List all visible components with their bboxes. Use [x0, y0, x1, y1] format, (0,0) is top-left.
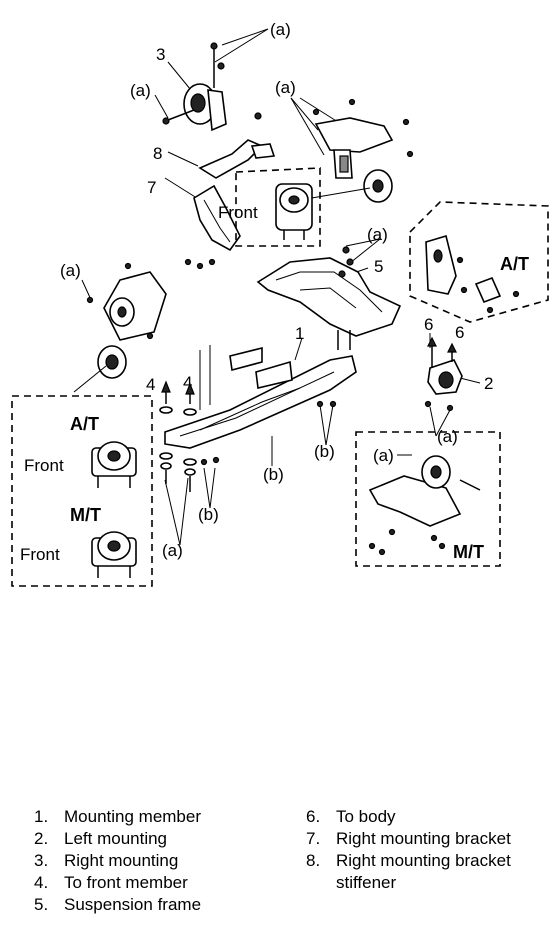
- inset-mt-left-mount: M/T: [355, 431, 501, 567]
- callout-a-bottom: (a): [162, 541, 183, 560]
- callout-2: 2: [484, 374, 493, 393]
- inset-front-label-at: Front: [24, 456, 64, 475]
- left-bracket-assembly: [73, 262, 167, 393]
- left-mounting: [424, 336, 463, 412]
- inset-at-mt-left-mount: A/T Front M/T Front: [11, 395, 153, 587]
- callout-b-right: (b): [314, 442, 335, 461]
- inset-front-right-mount: Front: [218, 167, 321, 247]
- legend-column-right: 6.To body 7.Right mounting bracket 8.Rig…: [306, 806, 536, 894]
- legend-item: 1.Mounting member: [34, 807, 202, 826]
- callout-6-right: 6: [455, 323, 464, 342]
- callout-7: 7: [147, 178, 156, 197]
- inset-mt-label-lower: M/T: [70, 505, 101, 525]
- legend-item: 6.To body: [306, 807, 396, 826]
- callout-a-mt-inset: (a): [373, 446, 394, 465]
- legend-item: 3.Right mounting: [34, 851, 179, 870]
- callout-a-upper-bracket: (a): [275, 78, 296, 97]
- right-mounting-bracket-stiffener: [198, 112, 276, 179]
- inset-front-label: Front: [218, 203, 258, 222]
- callout-a-left-mount: (a): [437, 427, 458, 446]
- right-mounting-bracket: [184, 184, 241, 270]
- callout-4-left: 4: [146, 375, 155, 394]
- callout-5: 5: [374, 257, 383, 276]
- inset-at-left-bracket: A/T: [409, 201, 549, 323]
- legend-item: 5.Suspension frame: [34, 895, 202, 914]
- callout-a-suspension: (a): [367, 225, 388, 244]
- suspension-frame: [256, 257, 402, 337]
- legend-item: 2.Left mounting: [34, 829, 168, 848]
- right-mounting: [162, 42, 227, 132]
- callout-b-left: (b): [198, 505, 219, 524]
- callout-a-top: (a): [270, 20, 291, 39]
- upper-body-bracket: [299, 98, 414, 203]
- inset-mt-label: M/T: [453, 542, 484, 562]
- front-member-fasteners: [159, 246, 354, 492]
- callout-b-center: (b): [263, 465, 284, 484]
- inset-front-label-mt: Front: [20, 545, 60, 564]
- callout-8: 8: [153, 144, 162, 163]
- callout-3: 3: [156, 45, 165, 64]
- callout-6-left: 6: [424, 315, 433, 334]
- inset-at-label-lower: A/T: [70, 414, 99, 434]
- mounting-member: [164, 345, 357, 449]
- callout-a-left-bracket: (a): [60, 261, 81, 280]
- mounting-diagram: (a) (a) (a) (a) (a) (a) (a) (a) (b) (b) …: [11, 20, 549, 587]
- legend-item: 4.To front member: [34, 873, 188, 892]
- callout-a-right-mount: (a): [130, 81, 151, 100]
- callout-1: 1: [295, 324, 304, 343]
- inset-at-label: A/T: [500, 254, 529, 274]
- legend-column-left: 1.Mounting member 2.Left mounting 3.Righ…: [34, 806, 294, 916]
- legend-item: 7.Right mounting bracket: [306, 829, 511, 848]
- callout-4-right: 4: [183, 373, 192, 392]
- legend-item: 8.Right mounting bracket stiffener: [306, 851, 511, 892]
